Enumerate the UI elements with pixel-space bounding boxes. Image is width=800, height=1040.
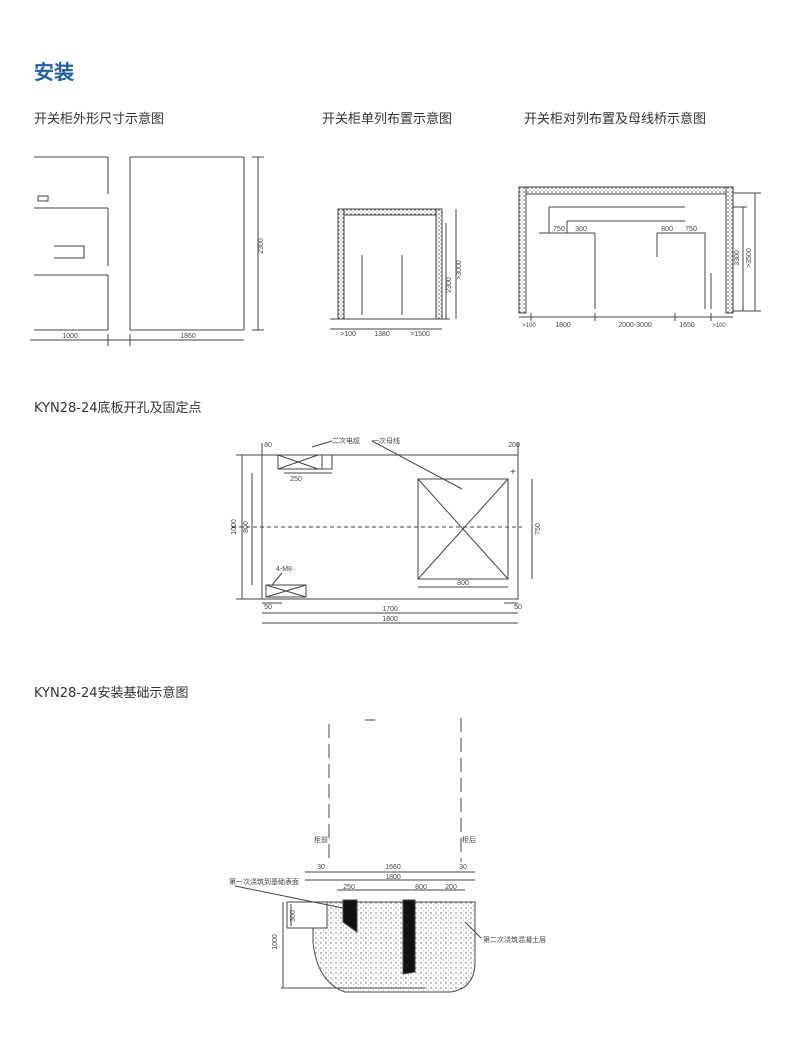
fig4-dim-bottom-outer: 1800 xyxy=(382,616,398,623)
fig4-dim-top-right: 200 xyxy=(508,442,520,449)
fig4-dim-square-w: 800 xyxy=(457,580,469,587)
fig2-single-row-layout-diagram: >100 1380 >1500 2300 >3000 xyxy=(330,208,463,338)
fig3-double-row-layout-diagram: 750 300 800 750 >100 1800 2000-3000 1650… xyxy=(518,186,761,329)
fig2-dim-left: >100 xyxy=(340,331,356,338)
fig5-note-right: 第二次浇筑混凝土层 xyxy=(483,935,546,944)
fig4-dim-bottom-left: 50 xyxy=(264,604,272,611)
svg-text:+: + xyxy=(510,467,516,478)
fig5-label-front: 柜前 xyxy=(314,835,328,844)
fig4-dim-right-h: 750 xyxy=(535,523,542,535)
fig4-dim-height-inner: 800 xyxy=(243,521,250,533)
fig3-dim-b: 300 xyxy=(575,226,587,233)
fig2-dim-right: >1500 xyxy=(410,331,430,338)
fig4-label-cable: 二次电缆 xyxy=(332,436,360,445)
fig1-caption: 开关柜外形尺寸示意图 xyxy=(34,112,165,127)
fig4-label-busbar: 一次母线 xyxy=(372,436,400,445)
fig3-dim-c: 800 xyxy=(661,226,673,233)
fig3-dim-d: 750 xyxy=(685,226,697,233)
fig5-label-back: 柜后 xyxy=(462,835,476,844)
fig5-note-left: 第一次浇筑到基础表面 xyxy=(229,877,299,886)
fig5-dim-30b: 30 xyxy=(459,864,467,871)
fig2-caption: 开关柜单列布置示意图 xyxy=(322,112,453,127)
fig5-dim-250: 250 xyxy=(343,884,355,891)
fig1-dim-depth-right: 1860 xyxy=(180,333,196,340)
section-title: 安装 xyxy=(34,60,74,84)
fig3-dim-bottom-mid: 2000-3000 xyxy=(618,322,652,329)
fig1-cabinet-outline-diagram: 2300 1000 1860 xyxy=(30,156,265,346)
fig3-dim-a: 750 xyxy=(553,226,565,233)
fig3-dim-h1: 3300 xyxy=(734,250,741,266)
fig3-dim-bottom-left: 1800 xyxy=(555,322,571,329)
fig5-dim-30a: 30 xyxy=(317,864,325,871)
fig4-dim-bottom-right: 50 xyxy=(514,604,522,611)
fig5-dim-1800: 1800 xyxy=(385,874,401,881)
fig3-dim-edge-left: >100 xyxy=(522,323,536,329)
fig4-dim-bottom-inner: 1700 xyxy=(382,606,398,613)
fig5-dim-800: 800 xyxy=(415,884,427,891)
fig3-dim-edge-right: >100 xyxy=(712,323,726,329)
fig3-dim-h2: >3500 xyxy=(746,248,753,268)
fig5-dim-300: 300 xyxy=(290,910,297,922)
fig4-dim-left-slot: 250 xyxy=(290,476,302,483)
fig1-dim-depth-left: 1000 xyxy=(62,333,78,340)
fig4-caption: KYN28-24底板开孔及固定点 xyxy=(34,401,202,416)
fig5-dim-1000: 1000 xyxy=(272,934,279,950)
fig3-dim-bottom-right: 1650 xyxy=(679,322,695,329)
fig2-dim-h1: 2300 xyxy=(446,277,453,293)
fig5-dim-200: 200 xyxy=(445,884,457,891)
fig1-dim-height: 2300 xyxy=(258,238,265,254)
fig3-caption: 开关柜对列布置及母线桥示意图 xyxy=(524,112,707,127)
fig5-foundation-diagram: 柜前 柜后 30 1660 1800 30 250 800 200 300 10… xyxy=(229,718,546,993)
fig4-base-plate-diagram: + 80 250 200 二次电缆 一次母线 4-M8 1000 800 750… xyxy=(231,436,542,624)
fig4-dim-top-left: 80 xyxy=(264,442,272,449)
fig2-dim-h2: >3000 xyxy=(456,260,463,280)
fig2-dim-middle: 1380 xyxy=(374,331,390,338)
fig4-label-holes: 4-M8 xyxy=(276,566,292,573)
fig5-dim-1660: 1660 xyxy=(385,864,401,871)
fig4-dim-height-outer: 1000 xyxy=(231,519,238,535)
fig5-caption: KYN28-24安装基础示意图 xyxy=(34,686,189,701)
